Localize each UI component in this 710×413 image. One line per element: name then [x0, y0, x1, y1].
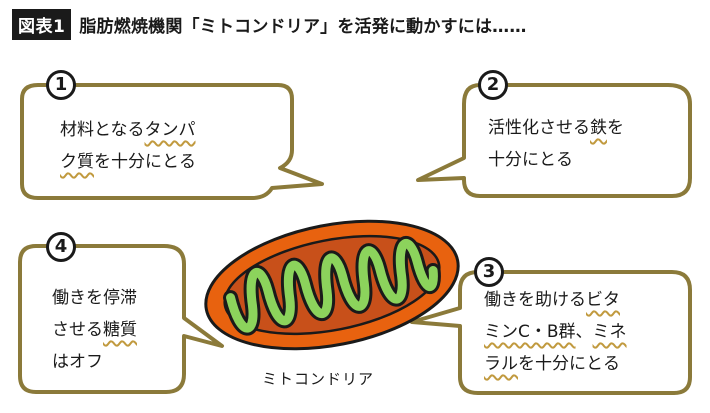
figure-header: 図表1 脂肪燃焼機関「ミトコンドリア」を活発に動かすには……: [12, 8, 527, 40]
mitochondria-illustration: [204, 219, 460, 351]
bubble-number-3: 3: [474, 257, 504, 287]
bubble-4-text: 働きを停滞 させる糖質 はオフ: [52, 288, 137, 372]
speech-bubble-4: [18, 244, 224, 394]
figure-badge: 図表1: [12, 8, 72, 40]
bubble-2-text: 活性化させる鉄を 十分にとる: [488, 118, 624, 170]
bubble-number-1: 1: [46, 70, 76, 100]
mitochondria-caption: ミトコンドリア: [262, 370, 375, 388]
speech-bubble-3: [410, 270, 692, 395]
speech-bubble-1: [20, 83, 324, 200]
speech-bubble-2: [416, 83, 692, 198]
bubble-3-text: 働きを助けるビタ ミンC・B群、ミネ ラルを十分にとる: [484, 290, 627, 374]
bubble-number-4: 4: [46, 232, 76, 262]
bubble-number-2: 2: [478, 70, 508, 100]
figure-title: 脂肪燃焼機関「ミトコンドリア」を活発に動かすには……: [79, 16, 527, 37]
bubble-1-text: 材料となるタンパ ク質を十分にとる: [60, 120, 196, 172]
